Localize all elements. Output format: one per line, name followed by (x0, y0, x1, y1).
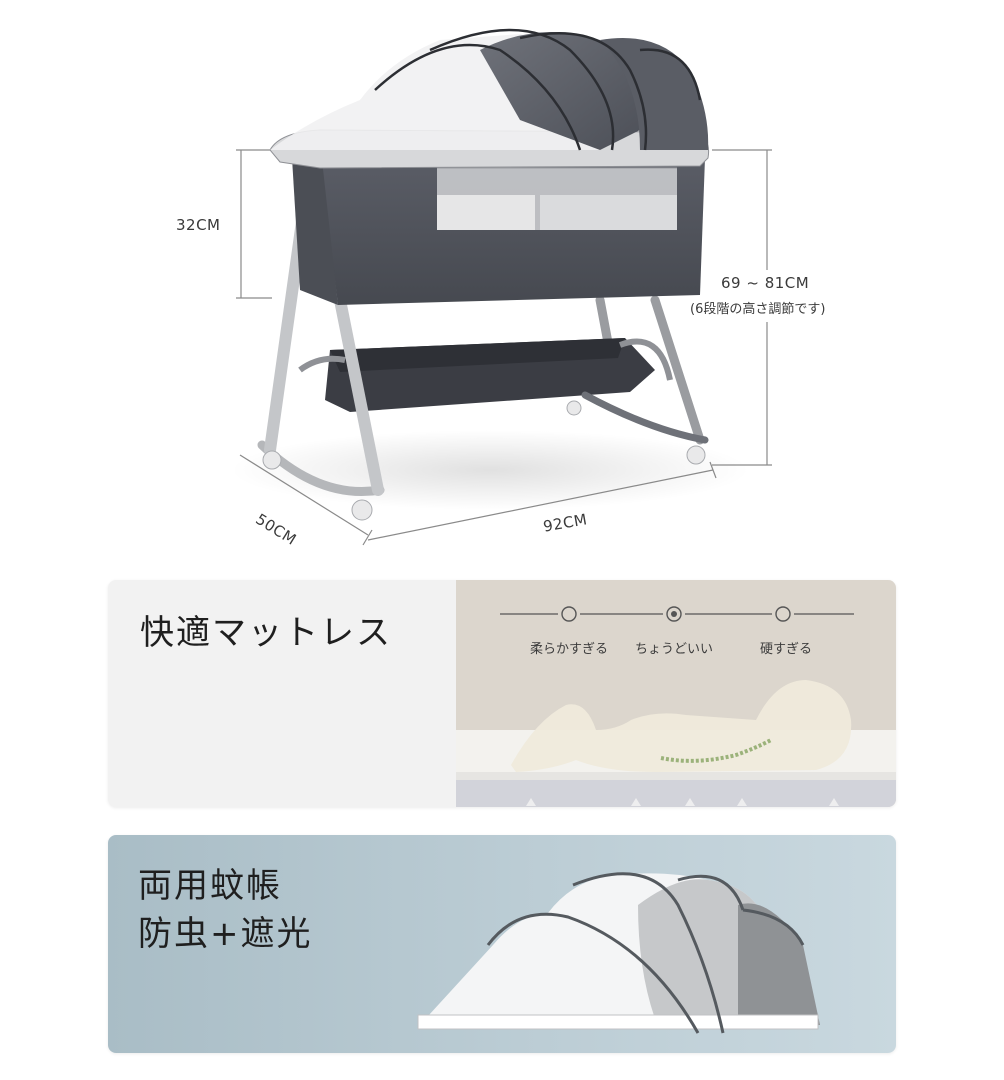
height-adjust-note: (6段階の高さ調節です) (690, 302, 826, 317)
mattress-title: 快適マットレス (140, 613, 392, 653)
radio-hard-icon[interactable] (774, 605, 792, 623)
mosquito-net-feature-panel: 両用蚊帳 防虫+遮光 (108, 835, 896, 1053)
baby-on-mattress-illustration (456, 680, 896, 807)
firmness-scale: 柔らかすぎる ちょうどいい 硬すぎる (456, 600, 896, 660)
firmness-label-just-right: ちょうどいい (634, 642, 714, 657)
net-title-line2: 防虫+遮光 (138, 914, 313, 954)
firmness-label-hard: 硬すぎる (759, 642, 813, 657)
bassinet-drawing (230, 28, 772, 546)
firmness-label-soft: 柔らかすぎる (529, 642, 609, 657)
bassinet-illustration: 32CM 69 ~ 81CM (6段階の高さ調節です) 50CM 92CM (176, 28, 826, 549)
radio-just-right-icon[interactable] (665, 605, 683, 623)
mattress-image-area: 柔らかすぎる ちょうどいい 硬すぎる (456, 580, 896, 807)
net-title-line1: 両用蚊帳 (138, 866, 282, 906)
firmness-scale-line (500, 613, 854, 615)
radio-soft-icon[interactable] (560, 605, 578, 623)
panel-height-label: 32CM (176, 216, 221, 234)
mattress-feature-panel: 快適マットレス 柔らかすぎる ちょうどいい 硬すぎる (108, 580, 896, 807)
canopy-net-illustration (417, 872, 820, 1034)
total-height-label: 69 ~ 81CM (721, 274, 810, 292)
